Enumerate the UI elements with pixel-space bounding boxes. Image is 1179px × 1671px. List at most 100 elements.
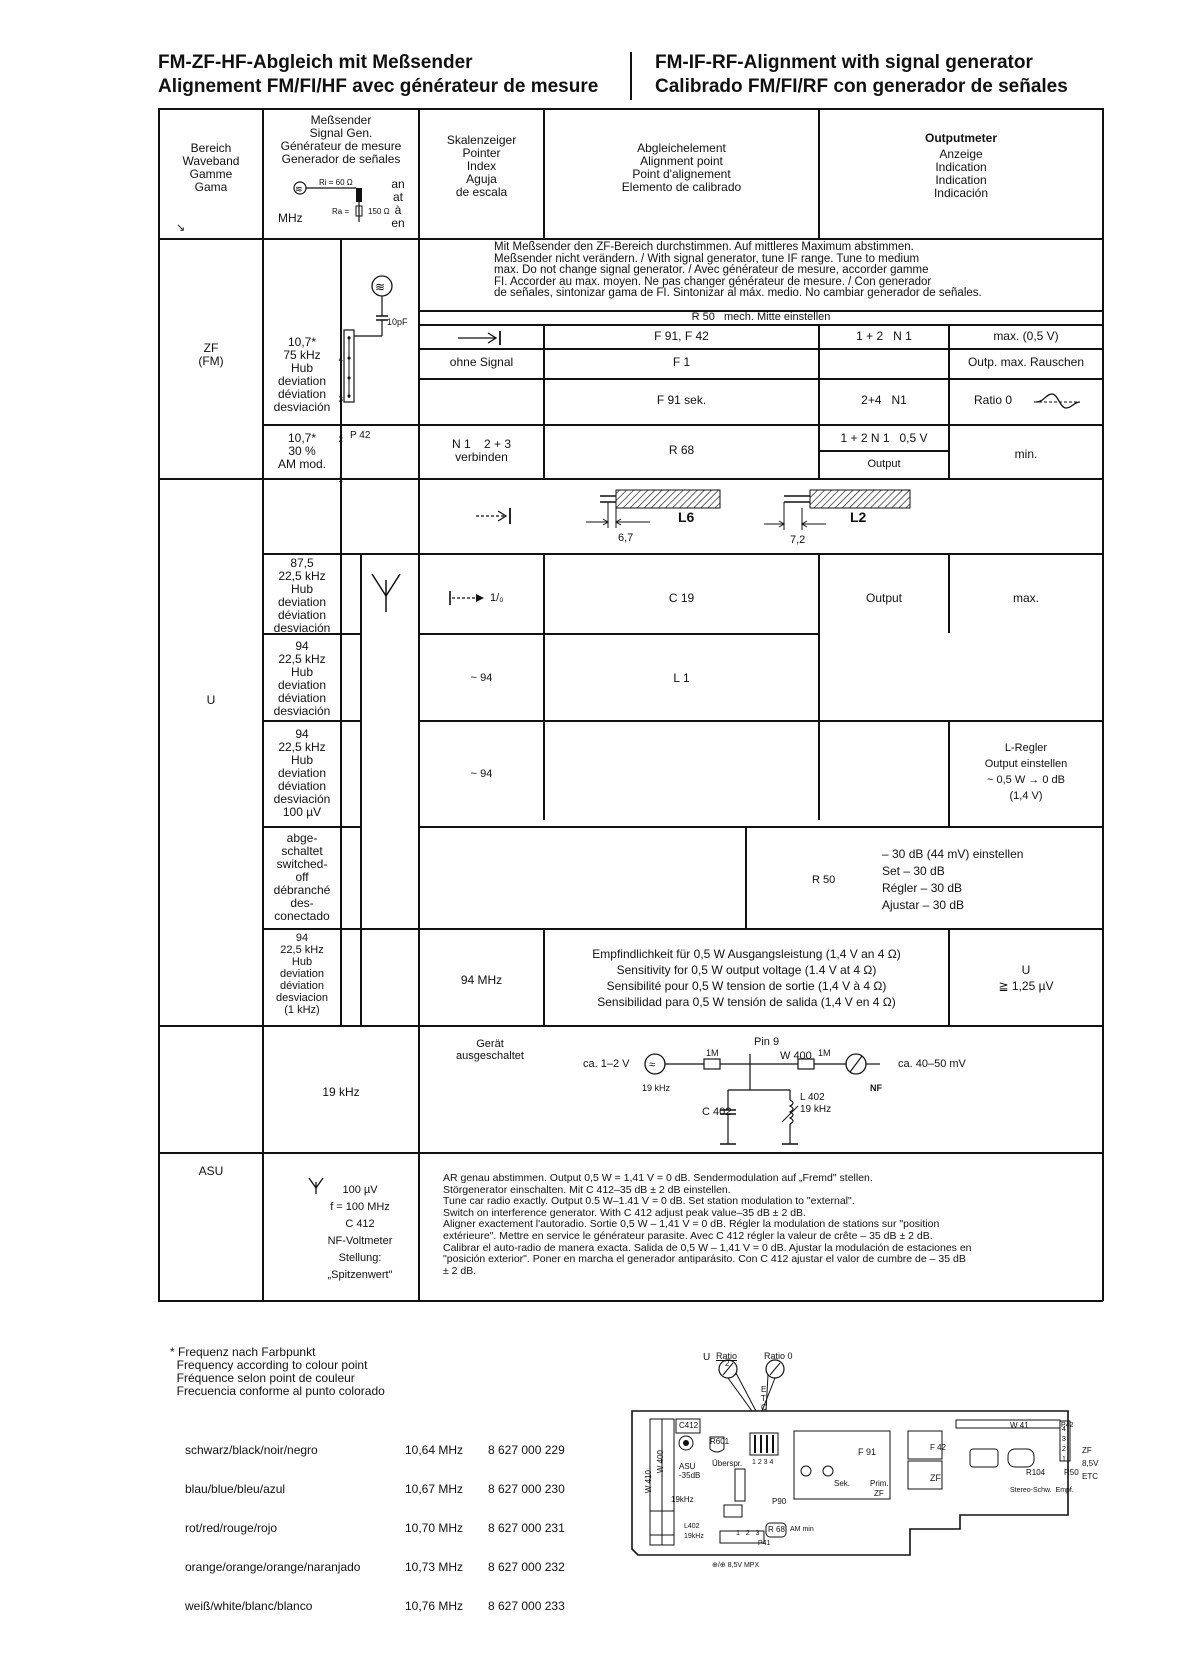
svg-text:≋: ≋ [375, 280, 385, 294]
asu-c402: C 402 [702, 1106, 732, 1118]
part-item: 8 627 000 233 [488, 1599, 565, 1613]
header-range-arrow: ↘ [176, 222, 186, 234]
board-num-mini: 2 [725, 1359, 730, 1368]
u-row2-freq: 94 22,5 kHz Hub deviation déviation desv… [273, 639, 331, 718]
asu-text: AR genau abstimmen. Output 0,5 W = 1,41 … [443, 1172, 972, 1277]
header-pointer: Skalenzeiger Pointer Index Aguja de esca… [446, 133, 517, 199]
board-ratio: Ratio [716, 1351, 738, 1361]
asu-measurement-circuit: ≈ [644, 1053, 880, 1145]
zf-freq1: 10,7* 75 kHz Hub deviation déviation des… [273, 335, 331, 414]
header-output-title: Outputmeter [925, 131, 997, 145]
title-left-line1: FM-ZF-HF-Abgleich mit Meßsender [158, 52, 473, 73]
part-item: 8 627 000 229 [488, 1443, 565, 1457]
board-r601: R601 [710, 1437, 730, 1446]
freq-list: 10,64 MHz 10,67 MHz 10,70 MHz 10,73 MHz … [405, 1418, 463, 1626]
color-item: schwarz/black/noir/negro [185, 1443, 318, 1457]
zf-pin-1: 1 [338, 475, 343, 484]
header-150: 150 Ω [368, 207, 390, 216]
board-u: U [703, 1352, 711, 1363]
coil-l6-dim: 6,7 [618, 532, 634, 544]
u-row3-out: L-Regler Output einstellen ~ 0,5 W → 0 d… [984, 742, 1068, 802]
header-output: Anzeige Indication Indication Indicación [933, 147, 989, 200]
zf-freq2: 10,7* 30 % AM mod. [277, 431, 326, 471]
zf-row3-align: F 91 sek. [656, 393, 707, 407]
zf-cap-label: 10pF [387, 317, 408, 327]
freq-item: 10,76 MHz [405, 1599, 464, 1613]
zf-row1-out: max. (0,5 V) [993, 329, 1059, 343]
board-stereo: Stereo-Schw. Empf. [1010, 1487, 1074, 1494]
freq-item: 10,73 MHz [405, 1560, 464, 1574]
zf-p42: P 42 [350, 430, 371, 441]
board-pins1234: 1 2 3 4 [752, 1459, 774, 1466]
coil-diagram [586, 489, 911, 530]
zf-row4-n: 1 + 2 N 1 0,5 V [840, 431, 928, 445]
board-w41: W 41 [1010, 1421, 1029, 1430]
header-generator-symbol: ≋ [293, 181, 363, 222]
part-item: 8 627 000 230 [488, 1482, 565, 1496]
header-ra: Ra = [332, 207, 350, 216]
asu-r1m-a: 1M [706, 1048, 719, 1058]
zf-generator-circuit: ≋ [343, 275, 393, 403]
zf-row1-align: F 91, F 42 [654, 329, 709, 343]
u-label: U [206, 693, 216, 707]
u-arrow-icon [476, 508, 511, 524]
u-row5-ptr: 94 MHz [460, 973, 503, 987]
header-generator: Meßsender Signal Gen. Générateur de mesu… [280, 113, 402, 166]
zf-row2-ptr: ohne Signal [449, 355, 514, 369]
u-row5-freq: 94 22,5 kHz Hub deviation déviation desv… [276, 932, 328, 1016]
header-range: Bereich Waveband Gamme Gama [182, 141, 240, 194]
asu-label: ASU [198, 1164, 224, 1178]
board-layout-diagram [631, 1359, 1071, 1556]
part-list: 8 627 000 229 8 627 000 230 8 627 000 23… [488, 1418, 565, 1626]
asu-f19: 19 kHz [642, 1083, 671, 1093]
board-side: ZF 8,5V ETC [1082, 1446, 1099, 1481]
board-w400: W 400 [656, 1450, 665, 1474]
board-f42: F 42 [930, 1443, 947, 1452]
board-zf-small: ZF [874, 1489, 884, 1498]
asu-pin9: Pin 9 [754, 1036, 780, 1048]
board-mpx: ⊕/⊕ 8,5V MPX [712, 1562, 760, 1569]
zf-pin-2: 2 [338, 435, 343, 444]
asu-nf: NF [870, 1083, 882, 1093]
asu-r1m-b: 1M [818, 1048, 831, 1058]
u-row1-ptr: 1/₀ [490, 592, 504, 604]
title-right-line2: Calibrado FM/FI/RF con generador de seña… [655, 76, 1068, 97]
antenna-icon [371, 573, 401, 612]
zf-pins: 4 3 2 1 [334, 330, 343, 490]
u-row1-out: max. [1012, 591, 1039, 605]
asu-freq: 19 kHz [322, 1085, 360, 1099]
u-row5-align: Empfindlichkeit für 0,5 W Ausgangsleistu… [592, 947, 901, 1009]
board-prim: Prim. [870, 1479, 889, 1488]
ratio-zero-curve-icon [1034, 393, 1081, 409]
zf-r50: R 50 mech. Mitte einstellen [691, 311, 831, 323]
asu-l402: L 402 19 kHz [800, 1092, 832, 1115]
board-ammin: AM min [790, 1526, 814, 1533]
header-an: an at à en [391, 177, 405, 230]
board-w410: W 410 [644, 1470, 653, 1494]
zf-row4-ptr: N 1 2 + 3 verbinden [451, 437, 512, 464]
u-row4-out: – 30 dB (44 mV) einstellen Set – 30 dB R… [882, 847, 1024, 912]
board-c412: C412 [679, 1421, 699, 1430]
asu-ca12: ca. 1–2 V [583, 1058, 630, 1070]
color-item: rot/red/rouge/rojo [185, 1521, 278, 1535]
asu-ca4050: ca. 40–50 mV [898, 1058, 966, 1070]
board-r104: R104 [1026, 1468, 1046, 1477]
header-alignment: Abgleichelement Alignment point Point d'… [621, 141, 742, 194]
u-row1-ptr-arrow-icon [449, 591, 484, 605]
u-row3-ptr: ~ 94 [470, 768, 493, 780]
zf-row4-output: Output [867, 458, 901, 470]
color-item: weiß/white/blanc/blanco [185, 1599, 313, 1613]
board-side-pins: 4 3 2 1 [1062, 1426, 1066, 1463]
board-p41pins: 1 2 3 [736, 1530, 760, 1537]
asu-gerat: Gerät ausgeschaltet [456, 1038, 524, 1062]
board-f19khz: 19kHz [671, 1495, 694, 1504]
zf-row4-out: min. [1014, 447, 1038, 461]
coil-l2-label: L2 [850, 509, 867, 525]
board-p90: P90 [772, 1497, 787, 1506]
freq-item: 10,64 MHz [405, 1443, 464, 1457]
asu-antenna-icon [308, 1177, 324, 1194]
svg-text:≋: ≋ [295, 184, 303, 194]
zf-row2-out: Outp. max. Rauschen [967, 355, 1085, 369]
zf-arrow-icon [458, 331, 501, 345]
board-l402: L402 19kHz [684, 1523, 704, 1540]
